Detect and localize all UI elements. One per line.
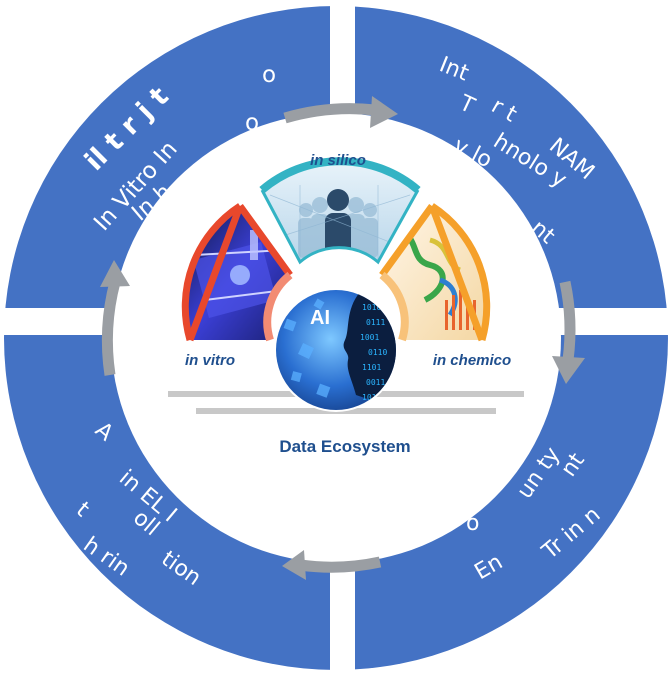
svg-text:0110: 0110 (368, 348, 387, 357)
ai-label: AI (310, 307, 330, 329)
svg-text:1010: 1010 (362, 303, 381, 312)
in-vitro-label: in vitro (185, 352, 235, 369)
in-vitro-panel (181, 203, 293, 342)
data-ecosystem-label: Data Ecosystem (279, 437, 410, 456)
svg-text:0111: 0111 (366, 318, 385, 327)
arrow-head-left (100, 260, 130, 287)
lab-device-icon (193, 230, 286, 319)
svg-text:1001: 1001 (360, 333, 379, 342)
in-silico-label: in silico (310, 152, 366, 169)
tl-line-4: o (245, 110, 259, 136)
arrow-head-bottom (282, 550, 306, 580)
arrow-bottom (299, 556, 382, 573)
arrow-head-right (552, 356, 585, 384)
in-silico-panel (259, 157, 421, 265)
arrow-top (283, 103, 376, 124)
svg-text:1010: 1010 (362, 393, 381, 402)
arrow-heads (100, 96, 585, 580)
arrow-head-top (370, 96, 398, 128)
tl-line-3: o (262, 62, 276, 88)
arrow-right (559, 280, 576, 361)
clockwise-arrow-icon (101, 103, 576, 573)
human-silhouette-icon (269, 185, 411, 262)
ai-face-icon: 1010 0111 1001 0110 1101 0011 1010 (274, 288, 398, 412)
in-chemico-panel (379, 203, 491, 342)
in-chemico-label: in chemico (433, 352, 511, 369)
svg-text:0011: 0011 (366, 378, 385, 387)
br-line-3: o (466, 511, 479, 536)
svg-text:1101: 1101 (362, 363, 381, 372)
arrow-left (101, 280, 121, 376)
